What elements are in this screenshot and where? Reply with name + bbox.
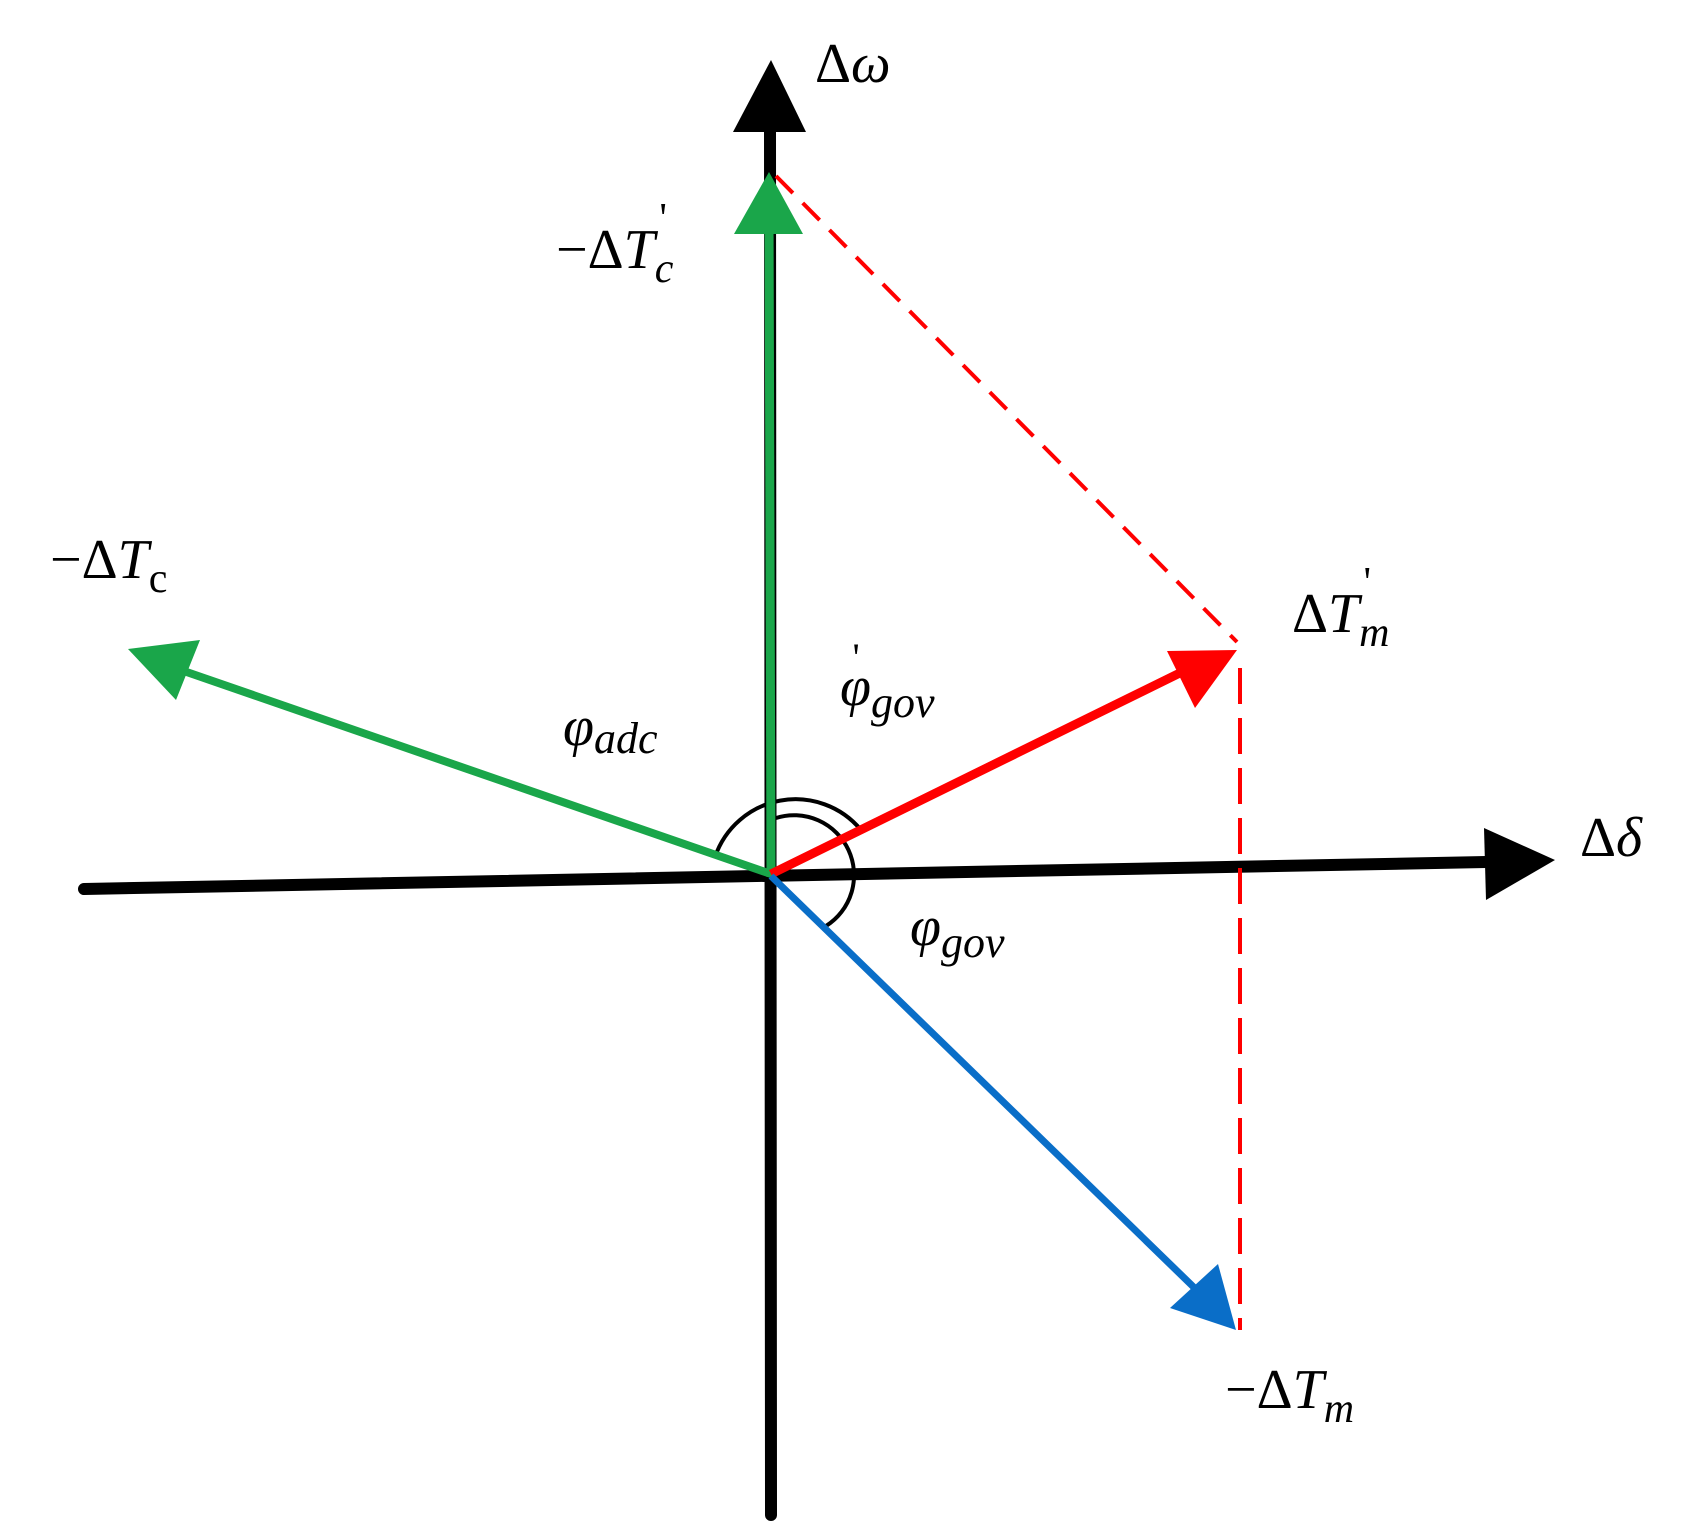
delta-axis-arrowhead <box>1484 828 1555 900</box>
angle-arcs <box>713 797 863 928</box>
label-tm-prime: ΔTm' <box>1292 560 1390 656</box>
vector-tm-arrowhead <box>1170 1264 1236 1330</box>
omega-axis-arrowhead <box>733 60 806 132</box>
label-tc: −ΔTc <box>50 529 167 602</box>
label-phi-gov-prime: φgov' <box>840 635 935 727</box>
label-tm: −ΔTm <box>1225 1359 1354 1432</box>
delta-axis-line <box>78 856 1492 895</box>
axes <box>78 60 1555 1521</box>
label-phi-gov: φgov <box>910 896 1005 967</box>
vector-tm-shaft <box>768 873 1213 1306</box>
label-delta-axis: Δδ <box>1580 807 1643 869</box>
vector-tm-prime-arrowhead <box>1167 650 1237 708</box>
vectors <box>128 172 1237 1330</box>
vector-tc-prime-shaft <box>764 209 776 878</box>
construction-lines <box>774 174 1242 1330</box>
label-omega-axis: Δω <box>815 33 891 95</box>
labels: Δω Δδ −ΔTc' −ΔTc ΔTm' −ΔTm φadc φgov' φg… <box>50 33 1643 1432</box>
arc-phi-gov <box>775 813 856 928</box>
label-tc-prime: −ΔTc' <box>556 196 674 292</box>
label-phi-adc: φadc <box>563 696 658 763</box>
vector-tc-arrowhead <box>128 640 200 700</box>
vector-tc-shaft <box>173 664 773 878</box>
vector-tc-prime-arrowhead <box>734 172 803 234</box>
arc-phi-adc <box>713 797 863 858</box>
vector-tm-prime-shaft <box>769 663 1192 879</box>
dashed-line-diagonal <box>774 174 1239 644</box>
